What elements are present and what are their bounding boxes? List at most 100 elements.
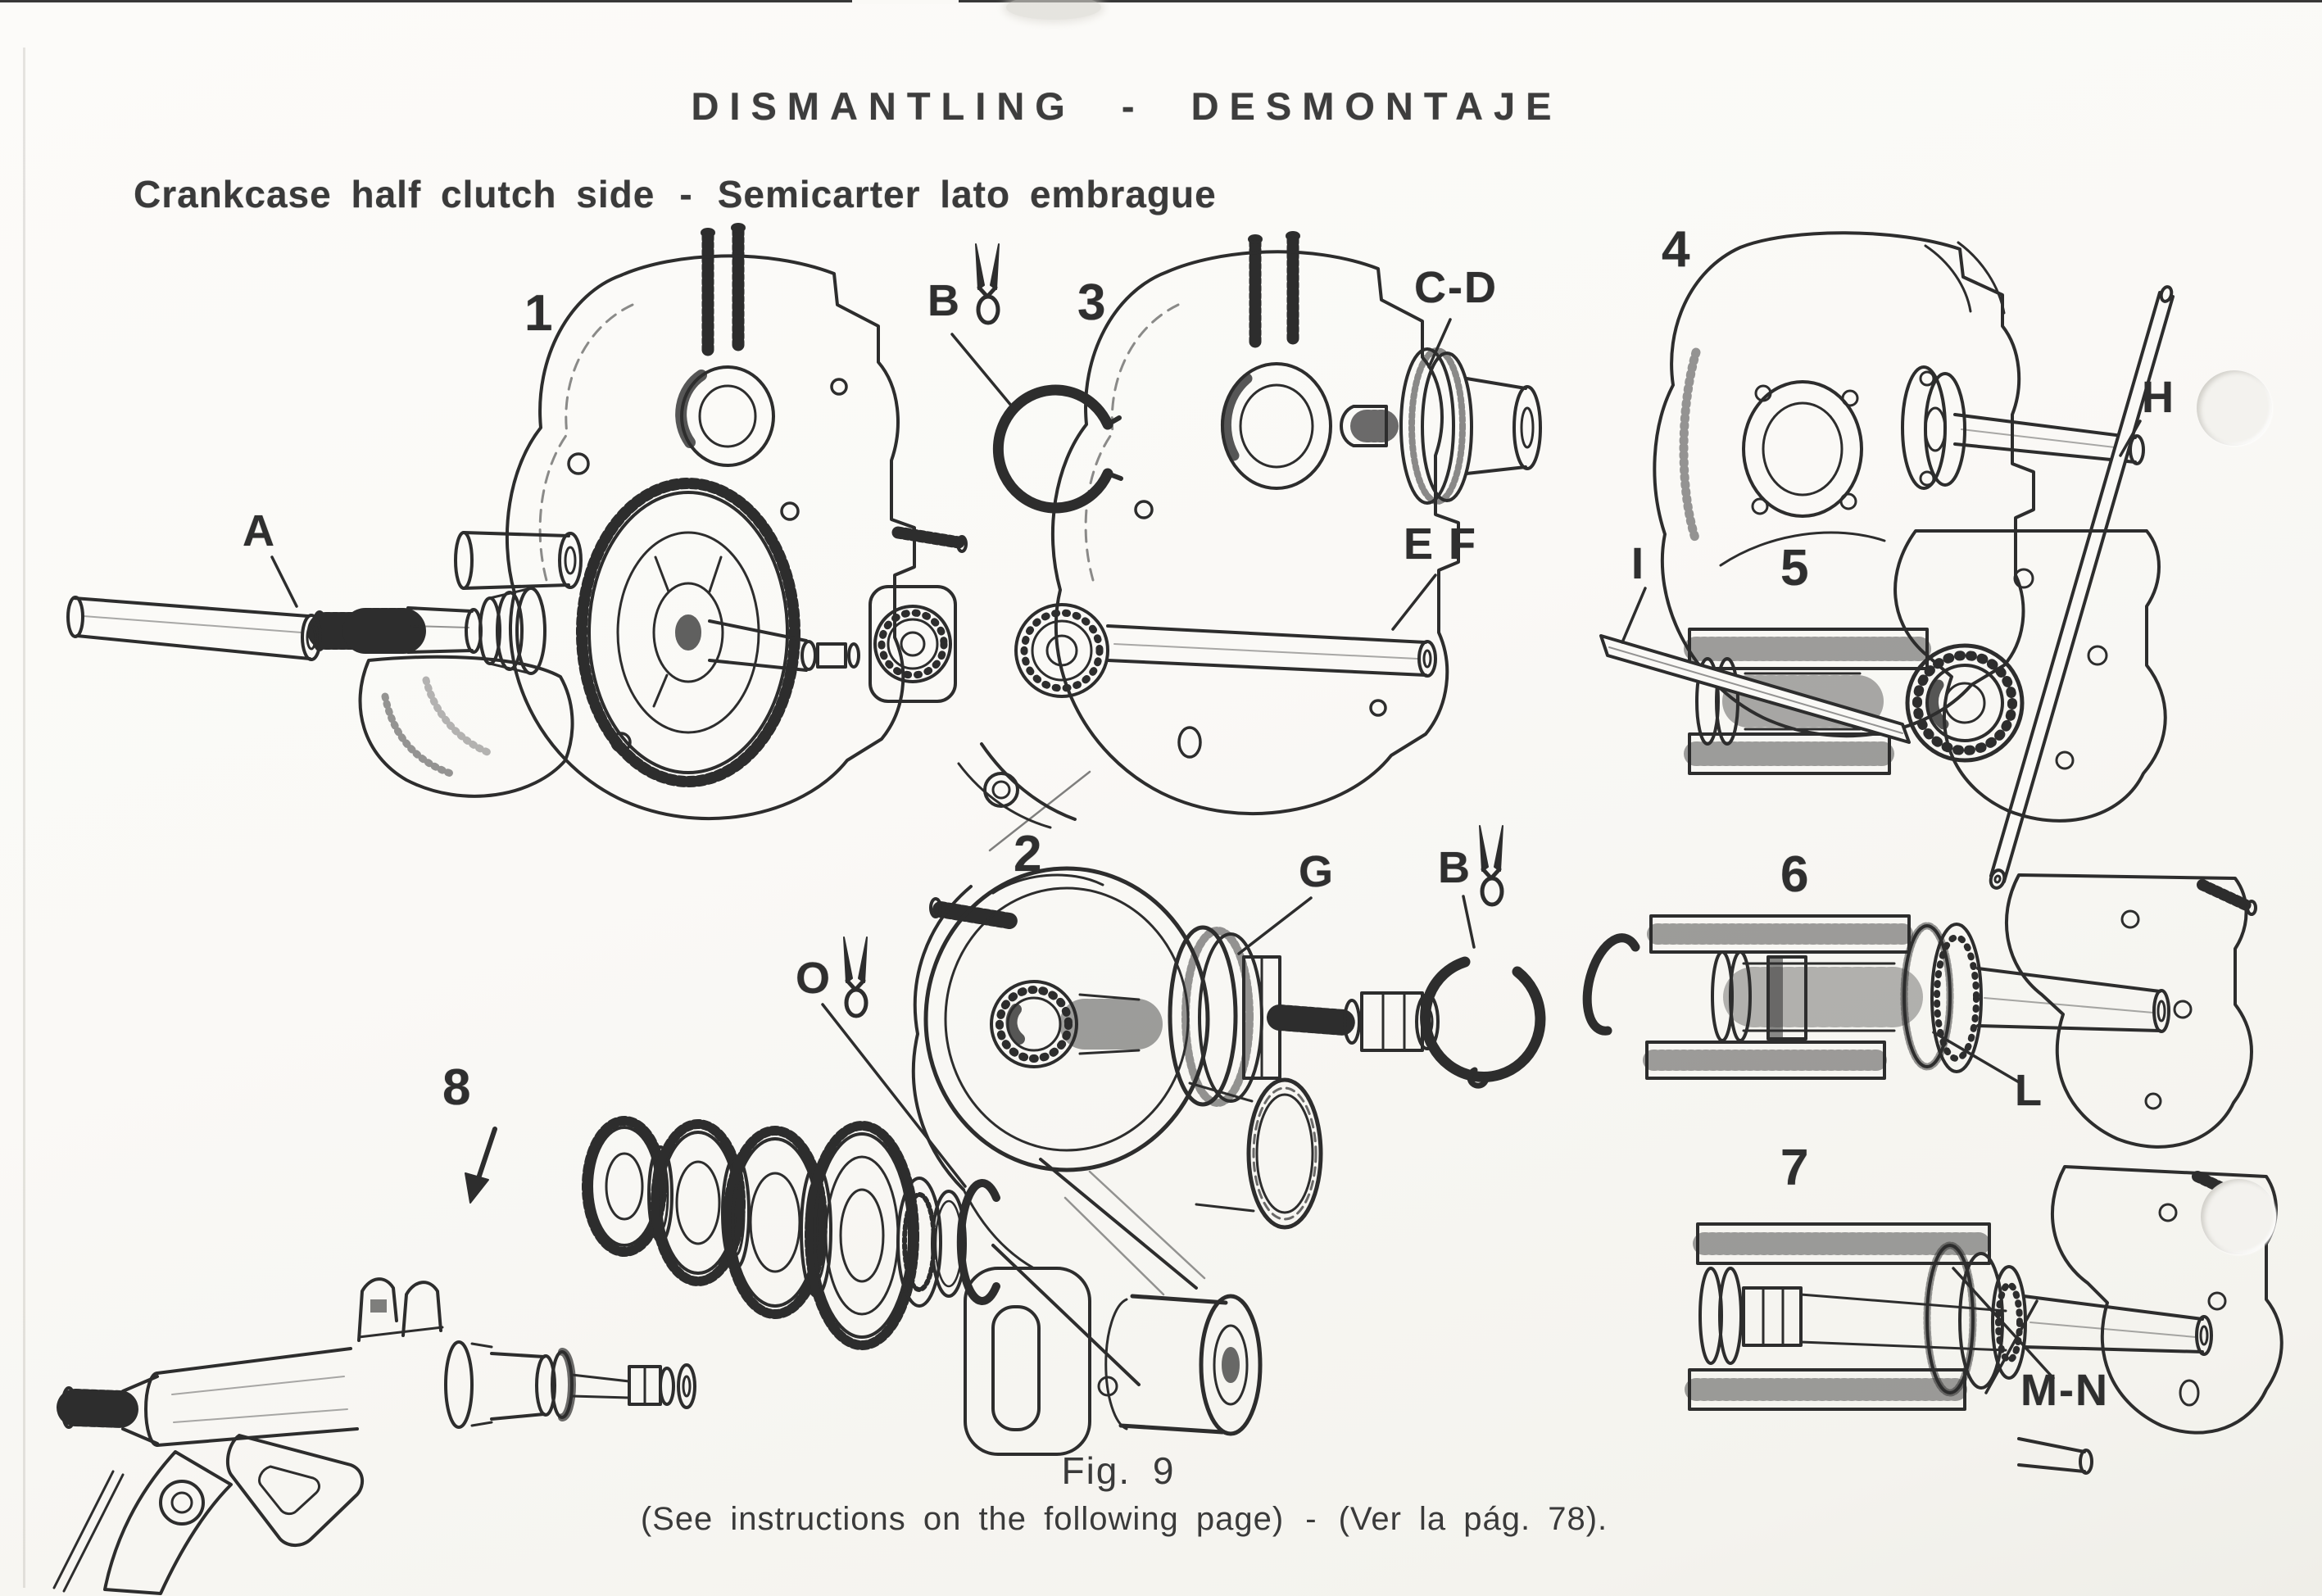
part-label-o: O — [796, 954, 832, 1003]
figure-1-crankcase-gear-view — [66, 223, 968, 821]
bearing-plate — [868, 585, 957, 703]
output-shaft — [2022, 1294, 2213, 1356]
swingarm-and-silencer — [962, 1158, 1263, 1456]
upper-bearing-opening — [1220, 362, 1332, 490]
part-label-cd: C-D — [1414, 263, 1498, 312]
figure-6-extractor-view — [1582, 873, 2257, 1149]
subtitle-dash: - — [679, 173, 693, 215]
crankcase-outline — [505, 254, 916, 821]
part-label-i: I — [1631, 539, 1646, 588]
output-shaft — [1976, 967, 2170, 1033]
ring-nut — [1188, 1077, 1323, 1230]
subtitle-spanish: Semicarter lato embrague — [717, 173, 1217, 215]
figure-8-selector-gears-view — [52, 937, 1000, 1595]
scan-edge-gap — [852, 0, 959, 4]
figure-6-number: 6 — [1780, 846, 1809, 903]
part-label-b-fig3: B — [927, 276, 961, 325]
crankcase-outline — [2004, 873, 2253, 1149]
figure-4-number: 4 — [1662, 221, 1690, 278]
figure-3-crankcase-view — [950, 231, 1542, 852]
label-g-leader — [1237, 896, 1313, 955]
figure-8-number: 8 — [442, 1059, 471, 1116]
crankcase-outline — [1050, 250, 1460, 816]
scan-edge-artifact — [0, 0, 2322, 2]
crankcase-studs — [1248, 231, 1300, 351]
figure-footnote: (See instructions on the following page)… — [0, 1501, 2248, 1538]
label-b-leader — [950, 333, 1018, 413]
circlip-o — [956, 1179, 1000, 1305]
subtitle-english: Crankcase half clutch side — [134, 173, 655, 215]
plate-bearing — [990, 980, 1078, 1068]
primary-gear — [576, 478, 800, 787]
label-o-leader — [821, 1003, 967, 1188]
circlip-b — [1420, 956, 1546, 1082]
figure-1-number: 1 — [524, 285, 553, 342]
top-stud — [2197, 879, 2257, 916]
label-i-leader — [1621, 587, 1647, 644]
circlip-pliers-icon — [844, 937, 867, 1016]
label-a-leader — [270, 555, 298, 608]
lower-left-parts — [957, 742, 1091, 852]
splined-hub — [1059, 993, 1163, 1055]
side-stud — [891, 526, 968, 553]
label-h-leader — [2119, 419, 2142, 457]
gear-cluster — [582, 1116, 967, 1350]
page-title: DISMANTLING - DESMONTAJE — [691, 84, 1562, 128]
lower-bearing — [1014, 603, 1109, 698]
sectioned-hub — [1643, 914, 1923, 1080]
selector-shaft-assembly — [57, 1277, 696, 1447]
scan-smudge-artifact — [1006, 0, 1101, 20]
figure-5-number: 5 — [1780, 540, 1809, 596]
gearbox-shaft-ef — [1106, 624, 1437, 678]
label-mn-leader — [1952, 1267, 2055, 1380]
figure-2-cover-puller-view — [911, 826, 1546, 1456]
label-l-leader — [1932, 1031, 2022, 1085]
figure-7-number: 7 — [1780, 1140, 1809, 1196]
figure-caption: Fig. 9 — [1061, 1449, 1176, 1492]
figure-5-bearing-drift-view — [1599, 529, 2167, 823]
footnote-spanish: (Ver la pág. 78). — [1338, 1501, 1608, 1537]
part-label-h: H — [2142, 373, 2175, 422]
label-ef-leader — [1391, 574, 1437, 631]
section-subtitle: Crankcase half clutch side-Semicarter la… — [134, 172, 1217, 216]
circlip-pliers-icon — [1480, 826, 1503, 905]
clutch-rod-a — [66, 596, 322, 661]
binder-hole-artifact — [2197, 370, 2272, 446]
knurled-extractor — [1900, 922, 1983, 1073]
part-label-l: L — [2015, 1066, 2043, 1115]
crankcase-outline — [2050, 1165, 2283, 1435]
main-bearing — [675, 365, 775, 467]
clutch-shaft-assembly — [307, 531, 583, 798]
circlip-pliers-icon — [976, 244, 999, 323]
selector-bracket — [52, 1434, 365, 1595]
binder-hole-artifact — [2201, 1179, 2276, 1254]
flywheel-puller — [1901, 365, 2145, 490]
ball-bearing — [1905, 643, 2025, 763]
label-b2-leader — [1462, 895, 1476, 949]
bottom-stub — [2017, 1437, 2093, 1475]
footnote-dash: - — [1305, 1501, 1317, 1537]
circlip — [1582, 933, 1640, 1036]
part-label-a: A — [243, 506, 276, 555]
tommy-bar-h — [1989, 285, 2175, 890]
label-cd-leader — [1427, 318, 1452, 369]
label-mn-leader-2 — [1984, 1299, 2039, 1394]
part-label-mn: M-N — [2020, 1366, 2109, 1415]
part-label-g: G — [1299, 847, 1336, 896]
crankcase-outline — [1893, 529, 2167, 823]
circlip-b — [992, 384, 1113, 514]
figure-7-hub-bearings-view — [1685, 1165, 2283, 1475]
part-label-ef: E F — [1404, 519, 1478, 569]
puller-g — [1168, 925, 1440, 1107]
footnote-english: (See instructions on the following page) — [640, 1501, 1285, 1537]
figure-2-number: 2 — [1014, 826, 1042, 882]
figure-3-number: 3 — [1077, 274, 1106, 331]
crankcase-studs — [701, 223, 746, 359]
crankcase-opening — [1742, 380, 1863, 518]
figure-8-arrow — [465, 1127, 497, 1204]
page-edge-shadow — [23, 48, 25, 1588]
gear-shaft-stub — [708, 619, 860, 672]
figure-4-puller-view — [1653, 231, 2175, 890]
